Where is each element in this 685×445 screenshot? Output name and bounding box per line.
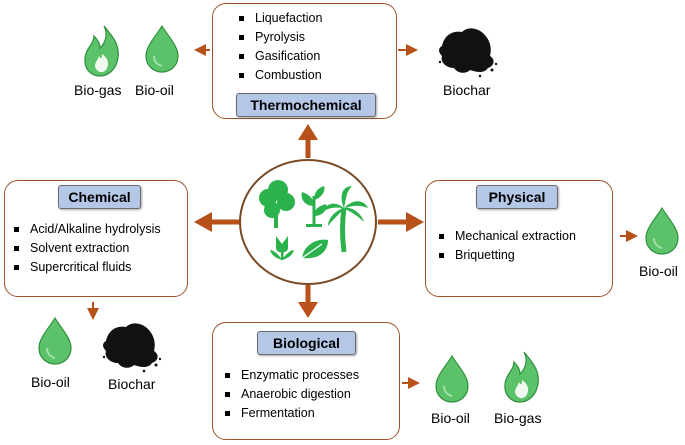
biochar-icon bbox=[438, 28, 498, 78]
arrow-to-biological bbox=[298, 285, 318, 318]
list-item: Fermentation bbox=[223, 404, 359, 423]
biogas-flame-icon bbox=[504, 351, 539, 403]
biological-list: Enzymatic processes Anaerobic digestion … bbox=[223, 366, 359, 423]
thermochemical-list: Liquefaction Pyrolysis Gasification Comb… bbox=[237, 9, 322, 85]
thermo-output-biochar: Biochar bbox=[443, 82, 491, 98]
biogas-flame-icon bbox=[84, 25, 119, 77]
biooil-drop-icon bbox=[145, 25, 179, 73]
list-item: Liquefaction bbox=[237, 9, 322, 28]
plants-icon bbox=[239, 159, 377, 285]
chemical-output-biochar: Biochar bbox=[108, 376, 156, 392]
thermochemical-label: Thermochemical bbox=[236, 93, 376, 117]
list-item: Acid/Alkaline hydrolysis bbox=[12, 220, 161, 239]
arrow-to-chemical bbox=[194, 212, 240, 232]
list-item: Pyrolysis bbox=[237, 28, 322, 47]
list-item: Solvent extraction bbox=[12, 239, 161, 258]
list-item: Enzymatic processes bbox=[223, 366, 359, 385]
list-item: Combustion bbox=[237, 66, 322, 85]
biological-output-biooil: Bio-oil bbox=[431, 410, 470, 426]
chemical-label: Chemical bbox=[58, 185, 141, 209]
physical-list: Mechanical extraction Briquetting bbox=[437, 227, 576, 265]
arrow-to-physical bbox=[378, 212, 424, 232]
chemical-output-biooil: Bio-oil bbox=[31, 374, 70, 390]
physical-output-biooil: Bio-oil bbox=[639, 263, 678, 279]
arrow-to-thermochemical bbox=[298, 124, 318, 158]
list-item: Supercritical fluids bbox=[12, 258, 161, 277]
list-item: Anaerobic digestion bbox=[223, 385, 359, 404]
biooil-drop-icon bbox=[38, 317, 72, 365]
list-item: Gasification bbox=[237, 47, 322, 66]
list-item: Briquetting bbox=[437, 246, 576, 265]
biooil-drop-icon bbox=[435, 355, 469, 403]
chemical-list: Acid/Alkaline hydrolysis Solvent extract… bbox=[12, 220, 161, 277]
biological-label: Biological bbox=[257, 331, 356, 355]
list-item: Mechanical extraction bbox=[437, 227, 576, 246]
biological-output-biogas: Bio-gas bbox=[494, 410, 542, 426]
biochar-icon bbox=[102, 323, 162, 373]
biooil-drop-icon bbox=[645, 207, 679, 255]
physical-label: Physical bbox=[476, 185, 558, 209]
thermo-output-biogas: Bio-gas bbox=[74, 82, 122, 98]
thermo-output-biooil: Bio-oil bbox=[135, 82, 174, 98]
